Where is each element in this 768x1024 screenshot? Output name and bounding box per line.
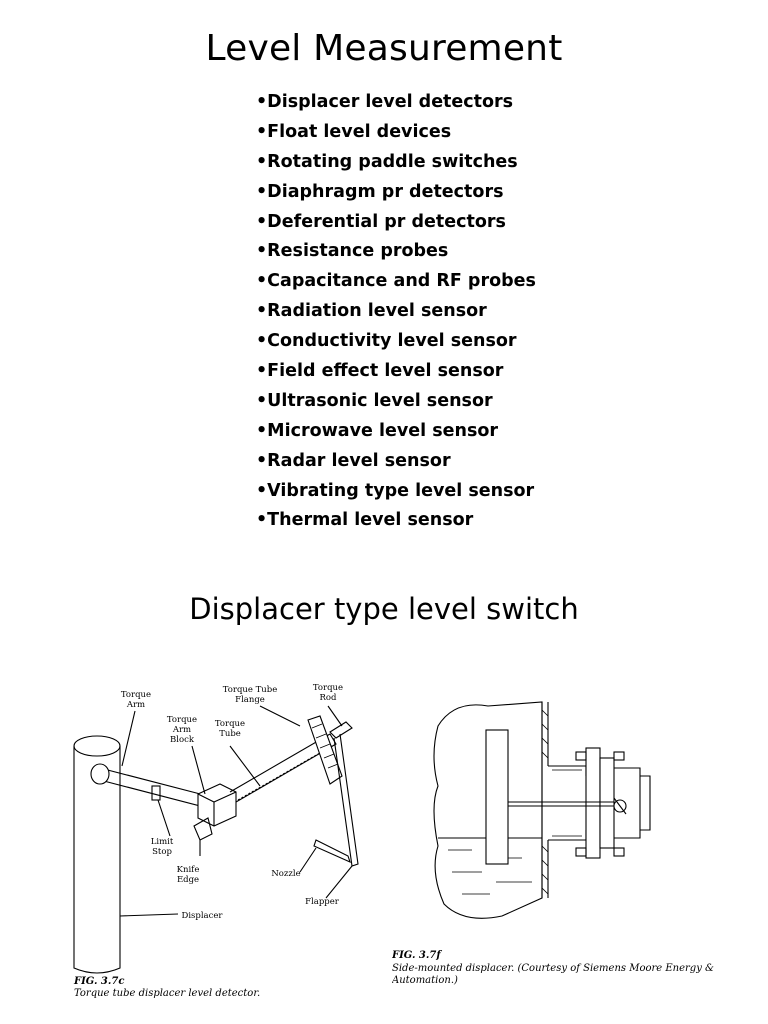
displacer [485, 729, 509, 865]
torque-tube [229, 733, 337, 803]
svg-text:Knife: Knife [177, 865, 200, 875]
displacer-cylinder [73, 746, 121, 974]
vessel-wall [541, 702, 549, 898]
limit-stop [151, 785, 161, 801]
mounting-flange [585, 747, 601, 859]
caption-text-right-line1: Side-mounted displacer. (Courtesy of Sie… [392, 963, 714, 974]
torque-tube-diagram: Torque Arm Torque Arm Block Torque Tube … [73, 683, 359, 999]
svg-text:Torque: Torque [167, 715, 197, 725]
page-title: Level Measurement [205, 28, 563, 69]
list-item: •Thermal level sensor [256, 510, 474, 531]
list-item: •Capacitance and RF probes [256, 271, 536, 292]
torque-tube-flange [307, 715, 343, 785]
switch-housing [614, 767, 641, 839]
svg-text:Torque: Torque [313, 683, 343, 693]
list-item: •Radiation level sensor [256, 301, 487, 322]
flapper [333, 733, 359, 867]
torque-rod [329, 721, 353, 739]
list-item: •Diaphragm pr detectors [256, 181, 504, 202]
caption-text-left: Torque tube displacer level detector. [74, 988, 260, 999]
svg-text:Displacer: Displacer [182, 911, 224, 921]
svg-text:Nozzle: Nozzle [271, 869, 300, 879]
list-item: •Vibrating type level sensor [256, 480, 535, 501]
list-item: •Resistance probes [256, 241, 449, 262]
list-item: •Field effect level sensor [256, 361, 504, 382]
svg-text:Flapper: Flapper [305, 897, 340, 907]
svg-text:Stop: Stop [152, 847, 172, 857]
caption-label-right: FIG. 3.7f [392, 950, 442, 961]
side-mounted-displacer-diagram: FIG. 3.7f Side-mounted displacer. (Court… [392, 701, 714, 986]
knife-edge [193, 817, 213, 841]
svg-text:Tube: Tube [219, 729, 241, 739]
list-item: •Ultrasonic level sensor [256, 390, 493, 411]
list-item: •Displacer level detectors [256, 92, 514, 112]
torque-arm-block [197, 783, 237, 827]
svg-text:Flange: Flange [235, 695, 265, 705]
svg-text:Block: Block [170, 735, 195, 745]
list-item: •Microwave level sensor [256, 420, 499, 441]
svg-text:Limit: Limit [151, 837, 174, 847]
caption-text-right-line2: Automation.) [392, 975, 458, 986]
section-subtitle: Displacer type level switch [189, 592, 579, 626]
svg-text:Torque Tube: Torque Tube [223, 685, 277, 695]
torque-arm [99, 767, 209, 809]
side-nozzle [548, 765, 587, 841]
list-item: •Rotating paddle switches [256, 151, 518, 172]
svg-text:Torque: Torque [215, 719, 245, 729]
svg-text:Torque: Torque [121, 690, 151, 700]
list-item: •Float level devices [256, 121, 452, 142]
level-sensor-list: •Displacer level detectors •Float level d… [256, 89, 536, 537]
svg-text:Edge: Edge [177, 875, 199, 885]
list-item: •Conductivity level sensor [256, 331, 517, 352]
svg-text:Rod: Rod [320, 693, 338, 703]
caption-label-left: FIG. 3.7c [73, 976, 124, 987]
list-item: •Radar level sensor [256, 450, 451, 471]
list-item: •Deferential pr detectors [256, 211, 506, 232]
nozzle [313, 839, 351, 864]
svg-text:Arm: Arm [172, 725, 191, 735]
svg-text:Arm: Arm [126, 700, 145, 710]
connecting-rod [508, 801, 614, 807]
vessel-outline [433, 701, 543, 919]
